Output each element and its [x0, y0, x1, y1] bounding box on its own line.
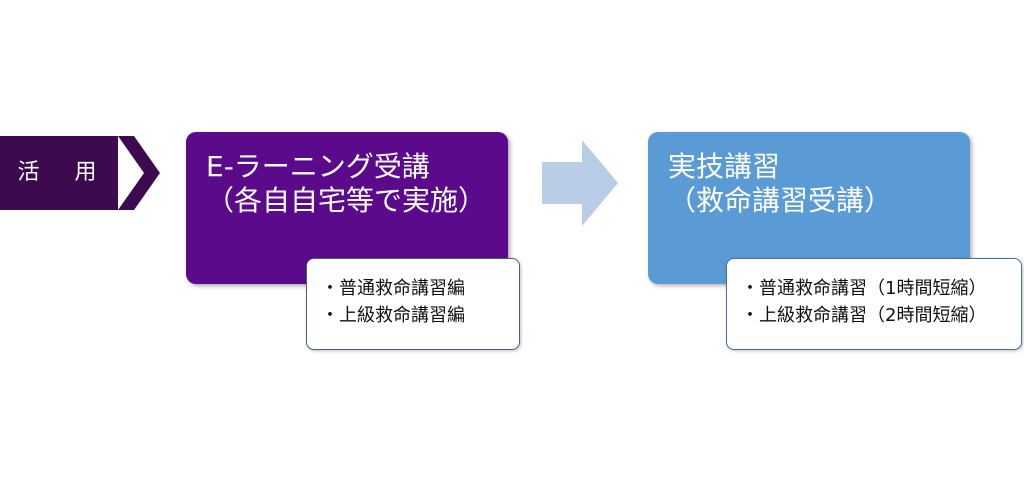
elearning-item-label: 普通救命講習編 — [339, 278, 465, 299]
elearning-course-list: ・普通救命講習編 ・上級救命講習編 — [306, 258, 520, 350]
jitsugi-item-label: 上級救命講習（2時間短縮） — [759, 305, 987, 326]
jitsugi-item-label: 普通救命講習（1時間短縮） — [759, 278, 987, 299]
bullet: ・ — [741, 305, 759, 326]
elearning-title-line2: （各自自宅等で実施） — [206, 184, 487, 217]
bullet: ・ — [321, 305, 339, 326]
elearning-title-line1: E-ラーニング受講 — [206, 150, 430, 183]
list-item: ・普通救命講習編 — [321, 275, 519, 302]
chevron-right-icon — [0, 136, 160, 210]
bullet: ・ — [321, 278, 339, 299]
elearning-item-label: 上級救命講習編 — [339, 305, 465, 326]
right-arrow-icon — [542, 140, 618, 226]
list-item: ・普通救命講習（1時間短縮） — [741, 275, 1021, 302]
jitsugi-course-list: ・普通救命講習（1時間短縮） ・上級救命講習（2時間短縮） — [726, 258, 1022, 350]
bullet: ・ — [741, 278, 759, 299]
jitsugi-title-line2: （救命講習受講） — [668, 184, 893, 217]
katsuyo-label-text: 活 用 — [17, 160, 111, 185]
katsuyo-label-block: 活 用 — [0, 136, 160, 210]
list-item: ・上級救命講習（2時間短縮） — [741, 302, 1021, 329]
list-item: ・上級救命講習編 — [321, 302, 519, 329]
jitsugi-title-line1: 実技講習 — [668, 150, 781, 183]
